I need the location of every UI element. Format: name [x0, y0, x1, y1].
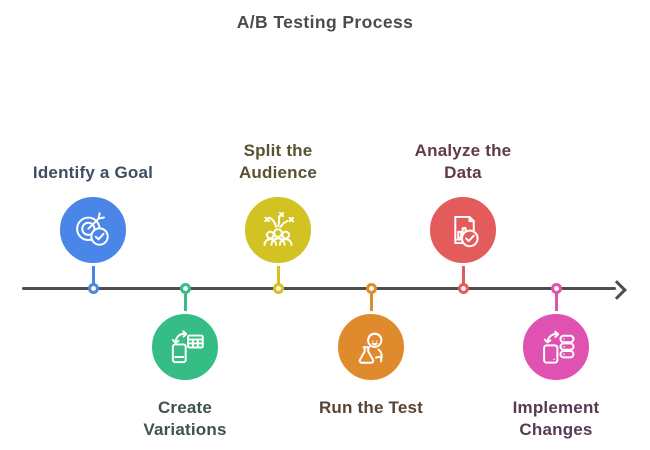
step-connector: [276, 264, 280, 285]
device-grid-swap-icon: [171, 330, 204, 364]
step-label-line: Changes: [519, 420, 593, 439]
step-label: Identify a Goal: [25, 138, 161, 184]
timeline-dot: [365, 283, 377, 294]
timeline-dot: [87, 283, 99, 294]
step-connector: [369, 293, 373, 315]
step-split-the-audience: Split the Audience: [210, 0, 346, 450]
step-label: Create Variations: [117, 397, 253, 441]
step-label-line: Variations: [143, 420, 227, 439]
step-circle: [242, 194, 314, 266]
step-label-line: Analyze the: [414, 141, 512, 160]
step-circle: [149, 311, 221, 383]
step-label-line: Run the Test: [318, 398, 424, 417]
step-connector: [461, 264, 465, 285]
step-label: Run the Test: [303, 397, 439, 419]
step-label: Split the Audience: [210, 138, 346, 184]
step-label: Analyze the Data: [395, 138, 531, 184]
step-label: Implement Changes: [488, 397, 624, 441]
scientist-flask-icon: [358, 332, 383, 364]
audience-split-icon: [263, 211, 295, 246]
step-circle: [427, 194, 499, 266]
step-identify-a-goal: Identify a Goal: [25, 0, 161, 450]
timeline-line: [22, 287, 616, 290]
step-label-line: Implement: [512, 398, 600, 417]
step-implement-changes: Implement Changes: [488, 0, 624, 450]
device-database-swap-icon: [543, 330, 575, 364]
target-dart-check-icon: [76, 212, 109, 246]
step-create-variations: Create Variations: [117, 0, 253, 450]
step-connector: [554, 293, 558, 315]
step-connector: [91, 264, 95, 285]
timeline-dot: [457, 283, 469, 294]
step-label-line: Create: [157, 398, 213, 417]
step-connector: [183, 293, 187, 315]
step-run-the-test: Run the Test: [303, 0, 439, 450]
timeline-dot: [179, 283, 191, 294]
report-chart-check-icon: [454, 215, 479, 248]
step-circle: [335, 311, 407, 383]
step-label-line: Identify a Goal: [32, 163, 154, 182]
step-label-line: Data: [444, 163, 482, 182]
step-circle: [57, 194, 129, 266]
step-label-line: Split the: [243, 141, 313, 160]
step-analyze-the-data: Analyze the Data: [395, 0, 531, 450]
timeline-dot: [550, 283, 562, 294]
timeline-dot: [272, 283, 284, 294]
step-label-line: Audience: [238, 163, 318, 182]
step-circle: [520, 311, 592, 383]
page-title: A/B Testing Process: [236, 12, 414, 32]
